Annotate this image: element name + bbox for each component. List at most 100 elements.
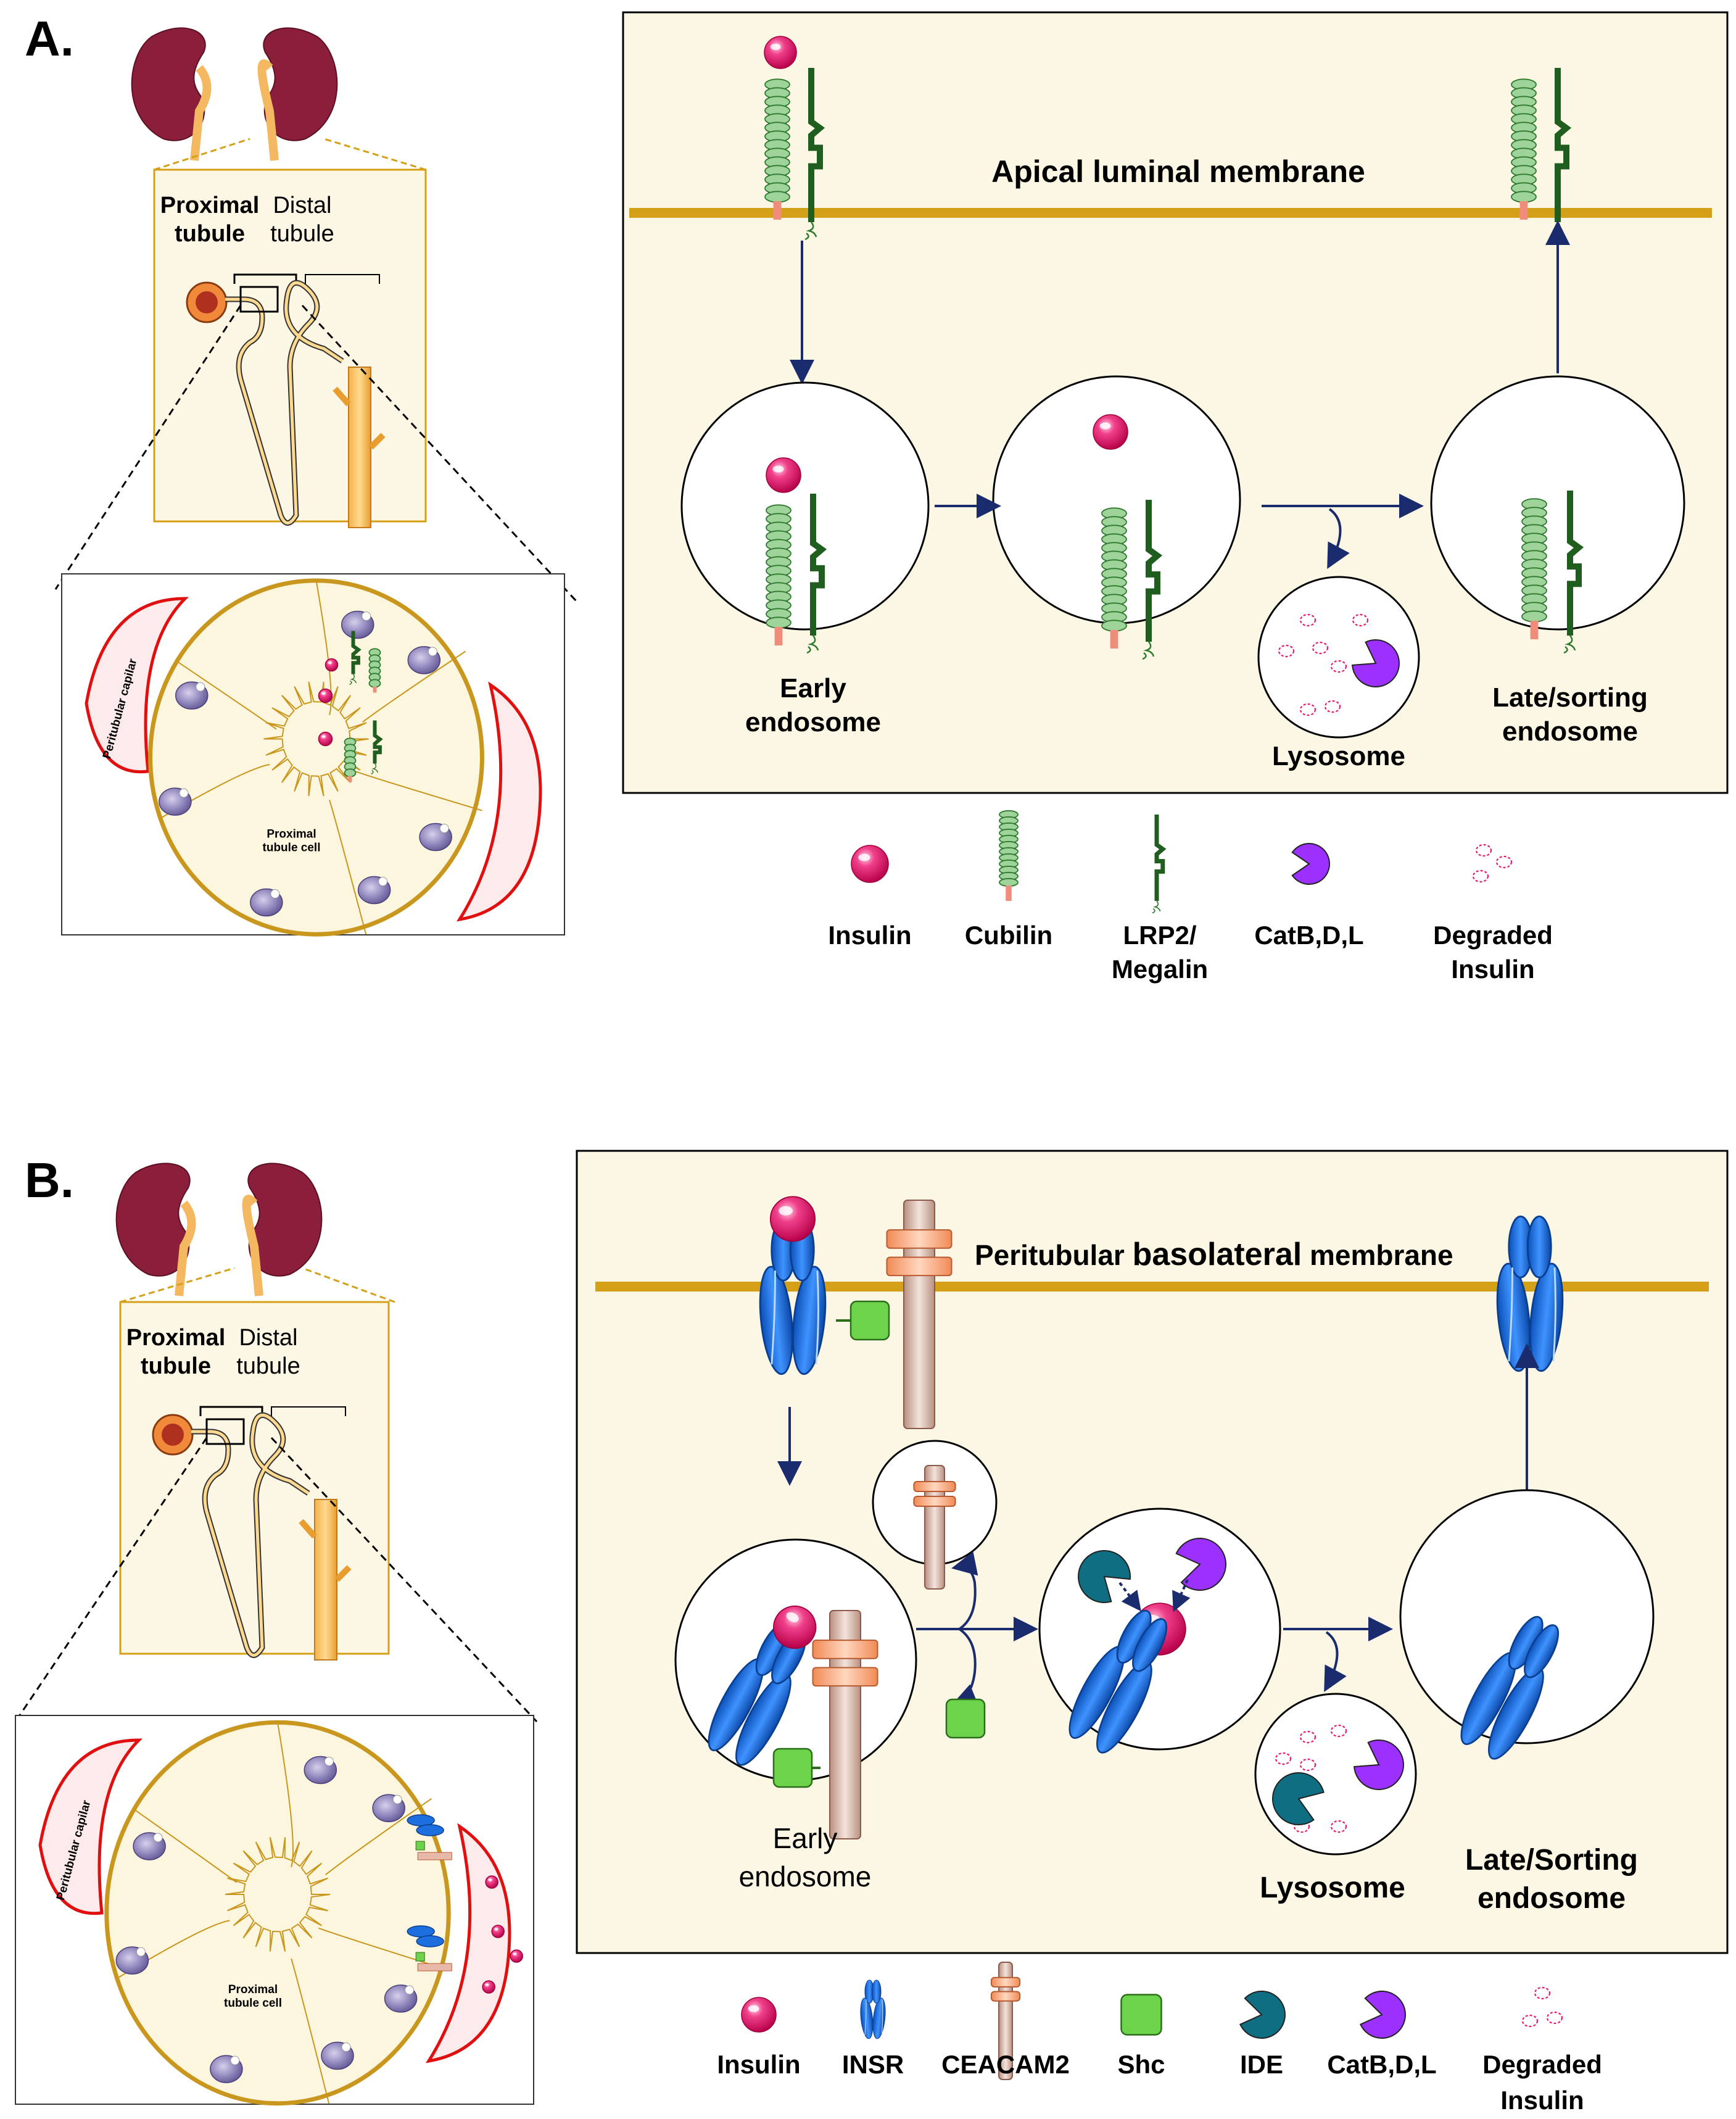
- early-endosome-label: Early: [780, 673, 846, 703]
- kidneys-icon: [131, 27, 338, 161]
- megalin-icon: [371, 720, 383, 774]
- proximal-tubule-label: Proximal: [126, 1325, 226, 1351]
- panel-letter-b: B.: [25, 1153, 74, 1208]
- cubilin-icon: [1511, 78, 1537, 220]
- legend-label: Megalin: [1112, 955, 1208, 984]
- curved-arrow-lysosome: [1327, 508, 1350, 570]
- late-endosome-label: endosome: [1502, 716, 1638, 747]
- late-endosome-label: endosome: [1478, 1882, 1626, 1915]
- cubilin-icon: [1521, 498, 1547, 639]
- shc-icon: [772, 1748, 813, 1788]
- legend-label: Degraded: [1433, 921, 1553, 950]
- proximal-tubule-label: Proximal: [160, 193, 260, 218]
- ceacam2-icon: [417, 1963, 452, 1972]
- insulin-icon: [766, 457, 801, 493]
- early-endosome-label: endosome: [739, 1860, 872, 1893]
- shc-icon: [849, 1300, 890, 1341]
- shc-icon: [415, 1841, 425, 1851]
- cell-label: tubule cell: [224, 1997, 282, 2010]
- proximal-tubule-cell: [148, 578, 484, 937]
- cubilin-icon: [344, 737, 357, 782]
- degraded-insulin-icon: [1521, 1986, 1563, 2028]
- proximal-bracket: [233, 273, 297, 284]
- capillary-left-icon: [38, 1738, 143, 1915]
- microvilli-icon: [225, 1837, 331, 1952]
- catbdl-icon: [1360, 1991, 1406, 2039]
- insulin-icon: [1093, 414, 1128, 450]
- capillary-left-icon: [85, 597, 189, 774]
- collecting-duct-icon: [348, 367, 371, 528]
- insulin-icon: [741, 1997, 777, 2033]
- legend-label: CatB,D,L: [1327, 2050, 1436, 2079]
- lysosome-label: Lysosome: [1272, 741, 1405, 771]
- lysosome-label: Lysosome: [1260, 1872, 1405, 1904]
- catbdl-icon: [1291, 843, 1330, 885]
- megalin-icon: [1563, 491, 1584, 654]
- cubilin-icon: [368, 648, 381, 693]
- cell-label: tubule cell: [263, 842, 321, 855]
- insr-tilted-icon: [708, 1605, 817, 1766]
- insulin-icon: [318, 688, 333, 703]
- late-endosome-label: Late/sorting: [1492, 682, 1648, 713]
- legend-label: Insulin: [717, 2050, 800, 2079]
- collecting-duct-icon: [314, 1499, 337, 1661]
- ide-icon: [1078, 1550, 1131, 1603]
- distal-tubule-label: Distal: [273, 193, 331, 218]
- ceacam2-icon: [913, 1465, 956, 1590]
- cell-label: Proximal: [267, 828, 316, 841]
- cell-label: Proximal: [228, 1983, 278, 1996]
- cubilin-icon: [999, 810, 1019, 901]
- early-endosome-label: endosome: [745, 707, 881, 737]
- panel-a: A.ProximaltubuleDistaltubulePeritubular …: [25, 11, 1729, 984]
- cubilin-icon: [1101, 507, 1127, 649]
- catbdl-icon: [1352, 639, 1400, 687]
- insulin-icon: [318, 731, 333, 747]
- microvilli-icon: [263, 681, 369, 797]
- catbdl-icon: [1354, 1740, 1404, 1790]
- insr-icon: [759, 1196, 827, 1375]
- megalin-icon: [1152, 815, 1167, 914]
- legend-label: Degraded: [1482, 2050, 1602, 2079]
- ceacam2-icon: [417, 1852, 452, 1860]
- proximal-bracket: [199, 1406, 263, 1416]
- distal-bracket: [305, 274, 380, 284]
- insulin-icon: [510, 1949, 523, 1963]
- proximal-tubule-label: tubule: [141, 1353, 211, 1379]
- kidneys-icon: [115, 1163, 323, 1296]
- zoom-square: [239, 286, 279, 313]
- legend-label: Insulin: [1500, 2086, 1584, 2115]
- ceacam2-icon: [990, 1962, 1021, 2080]
- legend-label: INSR: [842, 2050, 904, 2079]
- membrane-label: Peritubular basolateral membrane: [975, 1237, 1453, 1272]
- degraded-insulin-icon: [1278, 613, 1369, 716]
- panel-b: B.ProximaltubuleDistaltubulePeritubular …: [14, 1150, 1729, 2115]
- early-endosome-label: Early: [773, 1822, 838, 1854]
- curved-arrow-down: [951, 1628, 980, 1707]
- megalin-icon: [804, 68, 825, 241]
- distal-tubule-label: tubule: [236, 1353, 300, 1379]
- membrane-label: Apical luminal membrane: [991, 154, 1365, 189]
- degraded-insulin-icon: [1472, 844, 1513, 883]
- proximal-tubule-cell: [104, 1720, 451, 2106]
- ceacam2-icon: [812, 1610, 878, 1839]
- ide-icon: [1239, 1991, 1286, 2039]
- insr-tilted-icon: [1460, 1615, 1560, 1760]
- legend-label: CEACAM2: [941, 2050, 1070, 2079]
- catbdl-icon: [1175, 1538, 1226, 1591]
- insr-icon: [416, 1824, 444, 1836]
- distal-bracket: [271, 1406, 346, 1416]
- legend-label: CatB,D,L: [1254, 921, 1363, 950]
- shc-icon: [1120, 1994, 1162, 2036]
- legend-label: IDE: [1240, 2050, 1283, 2079]
- insulin-icon: [324, 658, 339, 672]
- insulin-icon: [482, 1980, 495, 1994]
- panel-letter-a: A.: [25, 11, 74, 66]
- curved-arrow-lysosome: [1324, 1631, 1347, 1693]
- shc-icon: [415, 1952, 425, 1962]
- zoom-square: [205, 1418, 245, 1445]
